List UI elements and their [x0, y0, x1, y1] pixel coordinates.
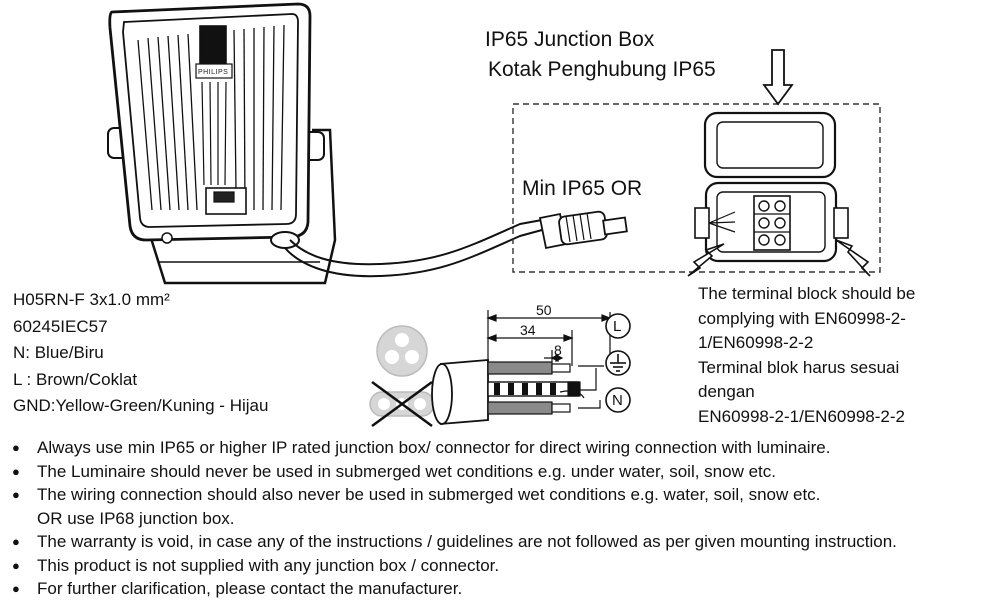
ground-symbol-icon [605, 350, 631, 376]
ground-wire-color: GND:Yellow-Green/Kuning - Hijau [13, 396, 269, 415]
junction-box-illustration [694, 111, 849, 263]
note-item: ●This product is not supplied with any j… [10, 554, 1005, 578]
stripped-cable-illustration [431, 359, 585, 425]
bullet-icon: ● [12, 463, 20, 479]
live-wire-color: L : Brown/Coklat [13, 369, 138, 389]
brand-label: PHILIPS [198, 69, 228, 76]
incorrect-flat-cable-icon [369, 380, 435, 428]
svg-text:L: L [613, 318, 621, 335]
cable-cross-section-icon [376, 325, 428, 377]
pointer-arrow-icon [687, 239, 871, 277]
dimension-50-label: 50 [536, 302, 552, 318]
power-cable [284, 229, 543, 278]
svg-text:N: N [612, 392, 623, 409]
note-item: ●The wiring connection should also never… [12, 485, 821, 528]
bullet-icon: ● [12, 534, 20, 549]
terminal-block-note: The terminal block should be complying w… [698, 284, 916, 426]
note-item: ●The Luminaire should never be used in s… [10, 460, 1005, 484]
bullet-icon: ● [12, 440, 20, 455]
arrow-down-icon [762, 49, 794, 106]
dimension-34-label: 34 [520, 322, 536, 338]
neutral-symbol: N [605, 387, 631, 413]
bullet-icon: ● [12, 557, 20, 573]
live-symbol: L [605, 313, 631, 339]
instruction-notes: ●Always use min IP65 or higher IP rated … [10, 436, 1005, 601]
cable-standard: 60245IEC57 [13, 316, 108, 336]
junction-box-frame [512, 103, 881, 273]
cable-type: H05RN-F 3x1.0 mm² [13, 290, 170, 309]
bullet-icon: ● [12, 581, 20, 596]
note-item: ●Always use min IP65 or higher IP rated … [10, 436, 1005, 460]
note-item: ●The warranty is void, in case any of th… [10, 530, 1005, 554]
neutral-wire-color: N: Blue/Biru [13, 343, 104, 362]
junction-box-title: IP65 Junction Box [485, 28, 655, 51]
bullet-icon: ● [12, 487, 20, 502]
dimension-lines [486, 310, 612, 409]
cable-spec: H05RN-F 3x1.0 mm² 60245IEC57 N: Blue/Bir… [13, 287, 268, 420]
dimension-8-label: 8 [554, 342, 562, 358]
luminaire-illustration [107, 2, 337, 285]
junction-box-title-local: Kotak Penghubung IP65 [488, 58, 716, 81]
connector-label: Min IP65 OR [522, 177, 643, 200]
note-item: ●For further clarification, please conta… [10, 577, 1005, 601]
ip65-connector [538, 210, 628, 250]
